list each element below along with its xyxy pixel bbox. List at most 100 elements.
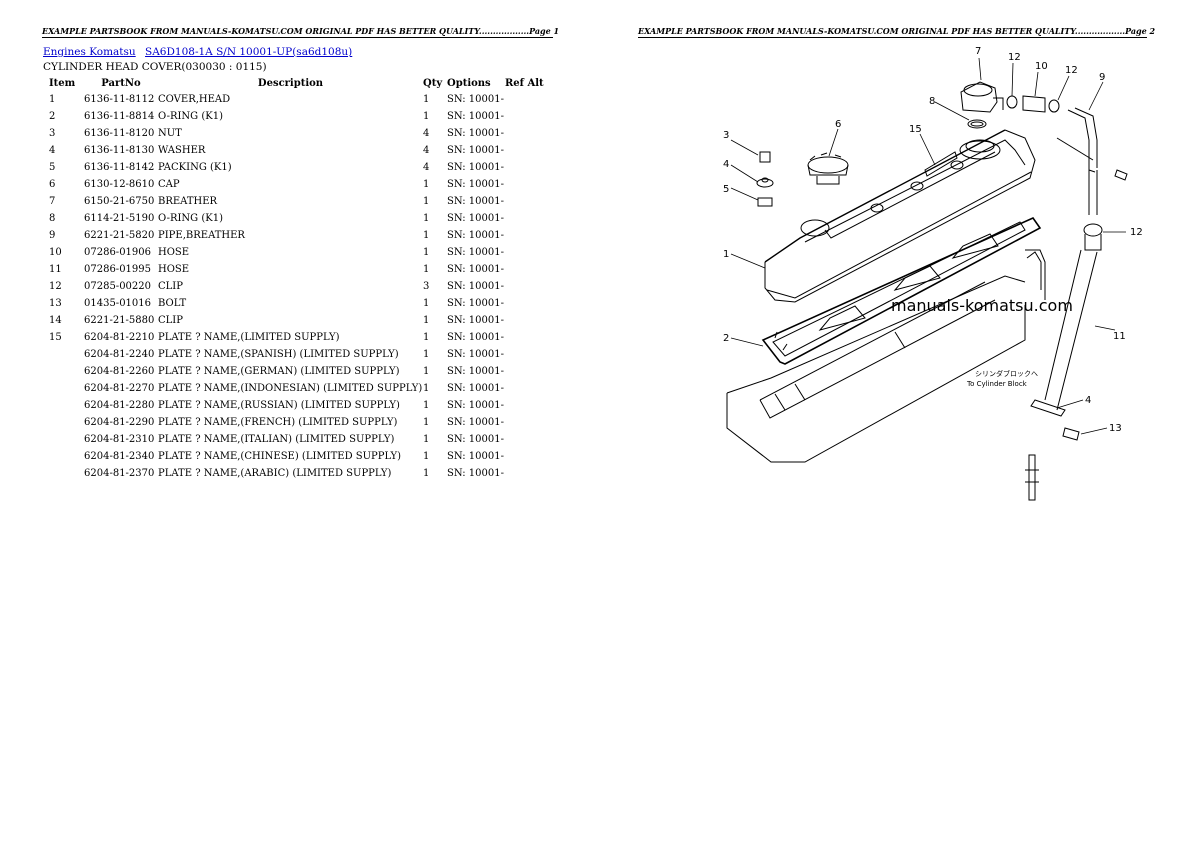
- hose-pipe-drawing: [1006, 95, 1128, 215]
- cell-options: SN: 10001-: [447, 281, 504, 292]
- cell-ref-alt: [505, 280, 550, 297]
- nut-washer-packing-drawing: [756, 151, 774, 207]
- cell-qty: 1: [423, 94, 430, 105]
- cell-qty: 1: [423, 400, 430, 411]
- breadcrumb-link-model[interactable]: SA6D108-1A S/N 10001-UP(sa6d108u): [145, 46, 353, 58]
- parts-table: Item PartNo Description Qty Options Ref …: [43, 77, 550, 484]
- cell-partno: 07286-01906: [84, 247, 152, 258]
- cell-description: CLIP: [158, 281, 183, 292]
- cell-item: 9: [49, 230, 56, 241]
- cell-ref-alt: [505, 161, 550, 178]
- callout-15: 15: [909, 124, 922, 135]
- cell-ref-alt: [505, 212, 550, 229]
- cell-description: PLATE ? NAME,(GERMAN) (LIMITED SUPPLY): [158, 366, 400, 377]
- cell-description: COVER,HEAD: [158, 94, 231, 105]
- oil-cap-drawing: [807, 152, 849, 185]
- cell-options: SN: 10001-: [447, 213, 504, 224]
- callout-13: 13: [1109, 423, 1122, 434]
- cell-item: 1: [49, 94, 56, 105]
- cell-qty: 4: [423, 162, 430, 173]
- cell-partno: 01435-01016: [84, 298, 152, 309]
- cell-ref-alt: [505, 93, 550, 110]
- note-japanese: シリンダブロックへ: [975, 369, 1038, 378]
- callout-4: 4: [723, 159, 729, 170]
- diagram-page: EXAMPLE PARTSBOOK FROM MANUALS-KOMATSU.C…: [595, 0, 1190, 842]
- cell-description: HOSE: [158, 247, 190, 258]
- cell-partno: 6136-11-8814: [84, 111, 155, 122]
- cell-description: PLATE ? NAME,(FRENCH) (LIMITED SUPPLY): [158, 417, 398, 428]
- cell-ref-alt: [505, 246, 550, 263]
- cell-options: SN: 10001-: [447, 196, 504, 207]
- lower-hose-drawing: [1025, 223, 1103, 501]
- cell-qty: 1: [423, 264, 430, 275]
- cell-description: WASHER: [158, 145, 206, 156]
- cell-partno: 6114-21-5190: [84, 213, 155, 224]
- cell-item: 14: [49, 315, 62, 326]
- cell-partno: 6136-11-8120: [84, 128, 155, 139]
- cell-ref-alt: [505, 110, 550, 127]
- cell-qty: 1: [423, 332, 430, 343]
- cell-partno: 07286-01995: [84, 264, 152, 275]
- cell-item: 3: [49, 128, 56, 139]
- head-cover-drawing: [764, 129, 1036, 303]
- cell-item: 8: [49, 213, 56, 224]
- cell-item: 5: [49, 162, 56, 173]
- cell-options: SN: 10001-: [447, 417, 504, 428]
- cell-partno: 6150-21-6750: [84, 196, 155, 207]
- cylinder-block-drawing: [726, 249, 1046, 463]
- cell-description: PLATE ? NAME,(CHINESE) (LIMITED SUPPLY): [158, 451, 402, 462]
- cell-item: 11: [49, 264, 62, 275]
- cell-partno: 6136-11-8130: [84, 145, 155, 156]
- cell-ref-alt: [505, 178, 550, 195]
- cell-ref-alt: [505, 144, 550, 161]
- cell-ref-alt: [505, 399, 550, 416]
- cell-description: PLATE ? NAME,(ITALIAN) (LIMITED SUPPLY): [158, 434, 395, 445]
- gasket-drawing: [761, 216, 1042, 365]
- cell-options: SN: 10001-: [447, 400, 504, 411]
- cell-options: SN: 10001-: [447, 162, 504, 173]
- cell-item: 4: [49, 145, 56, 156]
- cell-options: SN: 10001-: [447, 230, 504, 241]
- cell-item: 7: [49, 196, 56, 207]
- cell-qty: 1: [423, 468, 430, 479]
- callout-8: 8: [929, 96, 935, 107]
- cell-ref-alt: [505, 348, 550, 365]
- cell-item: [43, 399, 84, 416]
- cell-ref-alt: [505, 229, 550, 246]
- cell-options: SN: 10001-: [447, 111, 504, 122]
- cell-qty: 1: [423, 315, 430, 326]
- cell-qty: 1: [423, 213, 430, 224]
- cell-description: NUT: [158, 128, 182, 139]
- cell-qty: 1: [423, 349, 430, 360]
- cell-item: 2: [49, 111, 56, 122]
- cell-description: PLATE ? NAME,(SPANISH) (LIMITED SUPPLY): [158, 349, 399, 360]
- cell-ref-alt: [505, 314, 550, 331]
- page-header: EXAMPLE PARTSBOOK FROM MANUALS-KOMATSU.C…: [42, 26, 560, 38]
- callout-3: 3: [723, 130, 729, 141]
- cell-item: [43, 450, 84, 467]
- cell-qty: 1: [423, 383, 430, 394]
- cell-ref-alt: [505, 297, 550, 314]
- cell-ref-alt: [505, 416, 550, 433]
- cell-ref-alt: [505, 433, 550, 450]
- cell-item: [43, 382, 84, 399]
- cell-qty: 4: [423, 145, 430, 156]
- cell-ref-alt: [505, 365, 550, 382]
- cell-partno: 6204-81-2370: [84, 468, 155, 479]
- breadcrumb-link-engines[interactable]: Engines Komatsu: [43, 46, 136, 58]
- callout-12c: 12: [1130, 227, 1143, 238]
- cell-description: PLATE ? NAME,(ARABIC) (LIMITED SUPPLY): [158, 468, 392, 479]
- table-header-row: Item PartNo Description Qty Options Ref …: [43, 77, 550, 93]
- leader-lines: [730, 57, 1126, 435]
